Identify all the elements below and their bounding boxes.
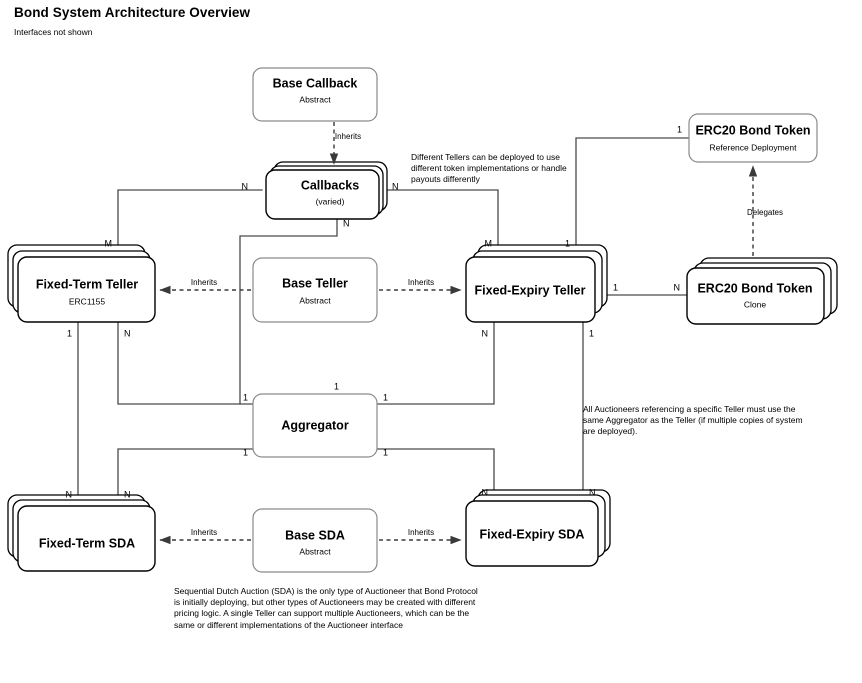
node-callbacks[interactable]: Callbacks (varied) xyxy=(265,161,388,220)
node-fixed-term-teller-title: Fixed-Term Teller xyxy=(36,277,138,291)
node-aggregator-title: Aggregator xyxy=(281,418,349,432)
note-tellers: Different Tellers can be deployed to use… xyxy=(411,152,567,185)
mult-fixed-term-sda-top-right: N xyxy=(124,489,131,499)
mult-fixed-expiry-teller-top-left: M xyxy=(485,238,493,248)
mult-aggregator-left-upper: 1 xyxy=(243,392,248,402)
node-erc20-reference[interactable]: ERC20 Bond Token Reference Deployment xyxy=(688,113,818,163)
node-fixed-expiry-sda-title: Fixed-Expiry SDA xyxy=(480,527,585,541)
node-base-sda[interactable]: Base SDA Abstract xyxy=(252,508,378,573)
node-fixed-term-teller[interactable]: Fixed-Term Teller ERC1155 xyxy=(7,244,156,323)
edge-label-inherits-fixed-term-sda: Inherits xyxy=(191,528,217,537)
node-base-teller[interactable]: Base Teller Abstract xyxy=(252,257,378,323)
mult-fixed-term-teller-top: M xyxy=(105,238,113,248)
mult-callbacks-right: N xyxy=(392,181,399,191)
node-erc20-clone[interactable]: ERC20 Bond Token Clone xyxy=(686,257,838,325)
node-callbacks-subtitle: (varied) xyxy=(316,196,345,206)
edge-fixed-term-teller-aggregator xyxy=(117,321,254,405)
mult-aggregator-top: 1 xyxy=(334,381,339,391)
node-base-callback[interactable]: Base Callback Abstract xyxy=(252,67,378,122)
edge-aggregator-fixed-expiry-sda xyxy=(376,448,495,502)
mult-aggregator-right-upper: 1 xyxy=(383,392,388,402)
edge-label-inherits-fixed-term-teller: Inherits xyxy=(191,278,217,287)
node-base-teller-title: Base Teller xyxy=(282,276,348,290)
mult-aggregator-right-lower: 1 xyxy=(383,447,388,457)
mult-callbacks-bottom: N xyxy=(343,218,350,228)
node-base-sda-title: Base SDA xyxy=(285,528,345,542)
node-aggregator[interactable]: Aggregator xyxy=(252,393,378,458)
node-fixed-term-teller-subtitle: ERC1155 xyxy=(69,296,105,306)
mult-fixed-expiry-sda-top-right: N xyxy=(589,487,596,497)
node-base-callback-subtitle: Abstract xyxy=(299,94,331,104)
mult-erc20-reference-left: 1 xyxy=(677,124,682,134)
node-fixed-term-sda-title: Fixed-Term SDA xyxy=(39,536,135,550)
mult-fixed-term-sda-top-left: N xyxy=(66,489,73,499)
edge-erc20-reference-fixed-expiry-teller xyxy=(575,137,689,253)
inheritance-layer: Inherits Inherits Inherits Inherits Inhe… xyxy=(159,122,783,545)
node-fixed-expiry-teller[interactable]: Fixed-Expiry Teller xyxy=(465,244,608,323)
edge-fixed-expiry-teller-aggregator xyxy=(376,321,495,405)
mult-fixed-expiry-sda-top-left: N xyxy=(482,487,489,497)
edge-label-delegates: Delegates xyxy=(747,208,783,217)
mult-fixed-expiry-teller-bottom-left: N xyxy=(482,328,489,338)
edge-aggregator-fixed-term-sda xyxy=(117,448,254,507)
edge-label-inherits-fixed-expiry-teller: Inherits xyxy=(408,278,434,287)
node-base-teller-subtitle: Abstract xyxy=(299,295,331,305)
mult-fixed-expiry-teller-right: 1 xyxy=(613,282,618,292)
note-auctioneers: All Auctioneers referencing a specific T… xyxy=(583,404,803,437)
edge-callbacks-fixed-expiry-teller xyxy=(385,189,499,253)
note-sda: Sequential Dutch Auction (SDA) is the on… xyxy=(174,586,478,630)
mult-fixed-term-teller-bottom-left: 1 xyxy=(67,328,72,338)
page-title: Bond System Architecture Overview xyxy=(14,5,251,20)
node-callbacks-title: Callbacks xyxy=(301,178,359,192)
connector-layer xyxy=(77,137,689,507)
node-erc20-reference-subtitle: Reference Deployment xyxy=(710,142,798,152)
edge-callbacks-aggregator-spine xyxy=(239,211,338,405)
edge-callbacks-fixed-term-teller xyxy=(117,189,263,259)
mult-aggregator-left-lower: 1 xyxy=(243,447,248,457)
node-fixed-expiry-sda[interactable]: Fixed-Expiry SDA xyxy=(465,489,611,567)
node-fixed-expiry-teller-title: Fixed-Expiry Teller xyxy=(475,283,586,297)
mult-fixed-term-teller-bottom-right: N xyxy=(124,328,131,338)
edge-label-inherits-callbacks: Inherits xyxy=(335,132,361,141)
page-subtitle: Interfaces not shown xyxy=(14,27,93,37)
node-erc20-clone-title: ERC20 Bond Token xyxy=(697,281,812,295)
node-erc20-reference-title: ERC20 Bond Token xyxy=(695,123,810,137)
multiplicity-layer: N N N M 1 N M 1 1 N 1 1 N 1 1 1 1 1 N N … xyxy=(66,124,683,499)
node-fixed-term-sda[interactable]: Fixed-Term SDA xyxy=(7,494,156,572)
node-erc20-clone-subtitle: Clone xyxy=(744,299,766,309)
node-base-callback-title: Base Callback xyxy=(273,76,358,90)
mult-callbacks-left: N xyxy=(242,181,249,191)
edge-label-inherits-fixed-expiry-sda: Inherits xyxy=(408,528,434,537)
node-base-sda-subtitle: Abstract xyxy=(299,546,331,556)
mult-erc20-clone-left: N xyxy=(674,282,681,292)
mult-fixed-expiry-teller-top-right: 1 xyxy=(565,238,570,248)
mult-fixed-expiry-teller-bottom-right: 1 xyxy=(589,328,594,338)
